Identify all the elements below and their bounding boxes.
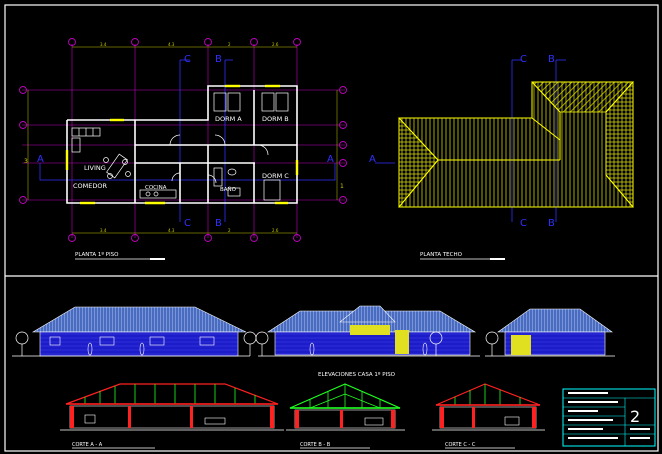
plan-title: PLANTA 1º PISO [75, 251, 119, 258]
room-label-dorm-b: DORM B [262, 115, 289, 123]
grid-number-1: 1 [340, 183, 344, 190]
section-a-title: CORTE A - A [72, 442, 103, 448]
section-mark-b-top: B [215, 54, 222, 65]
elevations: ELEVACIONES CASA 1º PISO [12, 305, 615, 378]
section-a-drawing [60, 383, 284, 431]
roof-section-mark-a: A [369, 154, 376, 165]
grid-number-3: 3 [24, 158, 28, 165]
room-label-cocina: COCINA [145, 185, 167, 191]
section-mark-a-left: A [37, 154, 44, 165]
svg-text:3.4: 3.4 [100, 228, 107, 233]
section-mark-b-bottom: B [215, 218, 222, 229]
section-mark-c-bottom: C [184, 218, 191, 229]
roof-section-mark-c-top: C [520, 54, 527, 65]
plan-windows [65, 84, 299, 205]
roof-section-mark-c-bottom: C [520, 218, 527, 229]
svg-text:4.3: 4.3 [168, 228, 175, 233]
section-c-drawing [432, 383, 545, 431]
elevation-rear [485, 308, 613, 356]
plan-grid-bubbles [19, 38, 347, 242]
plan-title-bar [150, 258, 165, 260]
plan-dimension-text: 3.4 4.3 2 2.6 3.4 4.3 2 2.6 [100, 42, 279, 233]
roof-ridges [398, 81, 634, 208]
svg-text:4.3: 4.3 [168, 42, 175, 47]
room-label-comedor: COMEDOR [73, 182, 107, 190]
section-mark-a-right: A [327, 154, 334, 165]
plan-walls [66, 85, 298, 204]
floor-plan: 3.4 4.3 2 2.6 3.4 4.3 2 2.6 A A C B C B [19, 38, 347, 260]
elevation-front [15, 306, 257, 357]
roof-hatching [398, 80, 634, 209]
svg-text:2: 2 [228, 228, 231, 233]
roof-plan: C B C B A PLANTA TECHO [369, 54, 634, 260]
sheet-number: 2 [630, 407, 640, 426]
section-c-title: CORTE C - C [445, 442, 476, 448]
section-b-drawing [286, 383, 405, 431]
title-block: 2 [562, 388, 656, 447]
plan-dimension-lines [27, 46, 338, 234]
svg-text:2.6: 2.6 [272, 42, 279, 47]
elevations-title: ELEVACIONES CASA 1º PISO [318, 371, 396, 378]
roof-section-mark-b-bottom: B [548, 218, 555, 229]
svg-text:2: 2 [228, 42, 231, 47]
room-label-dorm-c: DORM C [262, 172, 289, 180]
roof-section-mark-b-top: B [548, 54, 555, 65]
roof-title-bar [490, 258, 505, 260]
section-mark-c-top: C [184, 54, 191, 65]
sheet-frame [4, 4, 659, 452]
section-b-title: CORTE B - B [300, 442, 331, 448]
plan-furniture [71, 92, 289, 201]
svg-text:2.6: 2.6 [272, 228, 279, 233]
svg-text:3.4: 3.4 [100, 42, 107, 47]
section-cut-lines [39, 59, 336, 222]
room-label-living: LIVING [84, 164, 106, 172]
sections: CORTE A - A CORTE B - B CORTE C - C [60, 383, 545, 449]
room-label-dorm-a: DORM A [215, 115, 242, 123]
room-label-bano: BAÑO [220, 186, 237, 193]
elevation-side [255, 305, 477, 356]
roof-plan-title: PLANTA TECHO [420, 252, 463, 258]
